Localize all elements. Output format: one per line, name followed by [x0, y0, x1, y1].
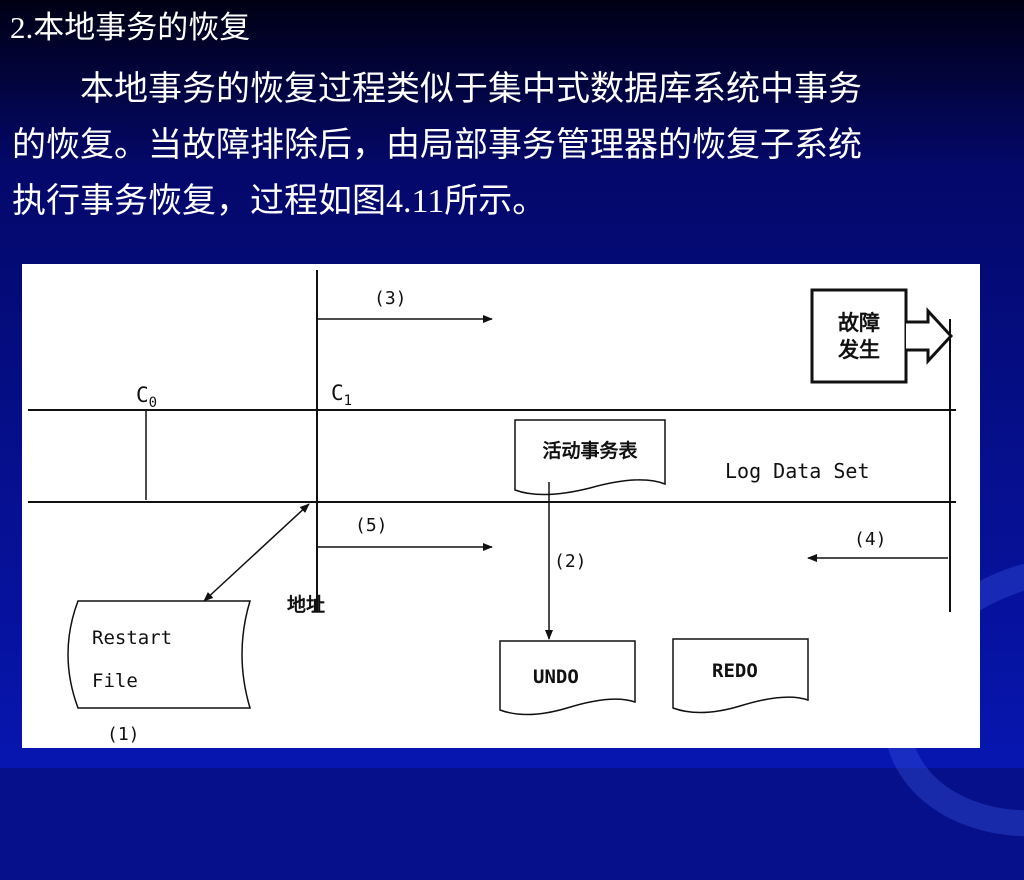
- step-4-label: (4): [854, 529, 887, 550]
- address-double-arrow: [203, 503, 310, 602]
- slide-body-text: 本地事务的恢复过程类似于集中式数据库系统中事务 的恢复。当故障排除后，由局部事务…: [12, 62, 1012, 230]
- step-2-label: (2): [554, 551, 587, 572]
- body-line-1: 本地事务的恢复过程类似于集中式数据库系统中事务: [80, 71, 862, 108]
- step-3-label: (3): [374, 288, 407, 309]
- restart-file-label-2: File: [92, 670, 138, 692]
- active-transaction-table: [514, 419, 666, 496]
- checkpoint-c1-label: C1: [331, 381, 352, 409]
- log-data-set-label: Log Data Set: [725, 459, 870, 483]
- restart-file-label-1: Restart: [92, 627, 172, 649]
- recovery-diagram-svg: C0 C1 (3) (5) (4) 故障 发生 活动事务表 Log Data S…: [28, 270, 956, 745]
- address-label: 地址: [287, 593, 325, 616]
- undo-label: UNDO: [533, 666, 579, 688]
- undo-document: [499, 640, 636, 716]
- checkpoint-c0-label: C0: [136, 383, 157, 411]
- failure-arrow-icon: [906, 307, 954, 365]
- redo-document: [672, 638, 809, 714]
- step-1-label: (1): [107, 724, 140, 745]
- slide-title: 2.本地事务的恢复: [10, 10, 251, 45]
- step-5-label: (5): [355, 515, 388, 536]
- body-line-2: 的恢复。当故障排除后，由局部事务管理器的恢复子系统: [12, 127, 862, 164]
- restart-file-storage: [67, 600, 252, 709]
- recovery-diagram: C0 C1 (3) (5) (4) 故障 发生 活动事务表 Log Data S…: [22, 264, 980, 748]
- redo-label: REDO: [712, 660, 758, 682]
- active-transaction-table-label: 活动事务表: [542, 439, 638, 462]
- failure-box: [810, 288, 908, 384]
- failure-text-line-1: 故障: [838, 311, 880, 335]
- body-line-3: 执行事务恢复，过程如图4.11所示。: [12, 183, 547, 220]
- failure-text-line-2: 发生: [837, 338, 880, 362]
